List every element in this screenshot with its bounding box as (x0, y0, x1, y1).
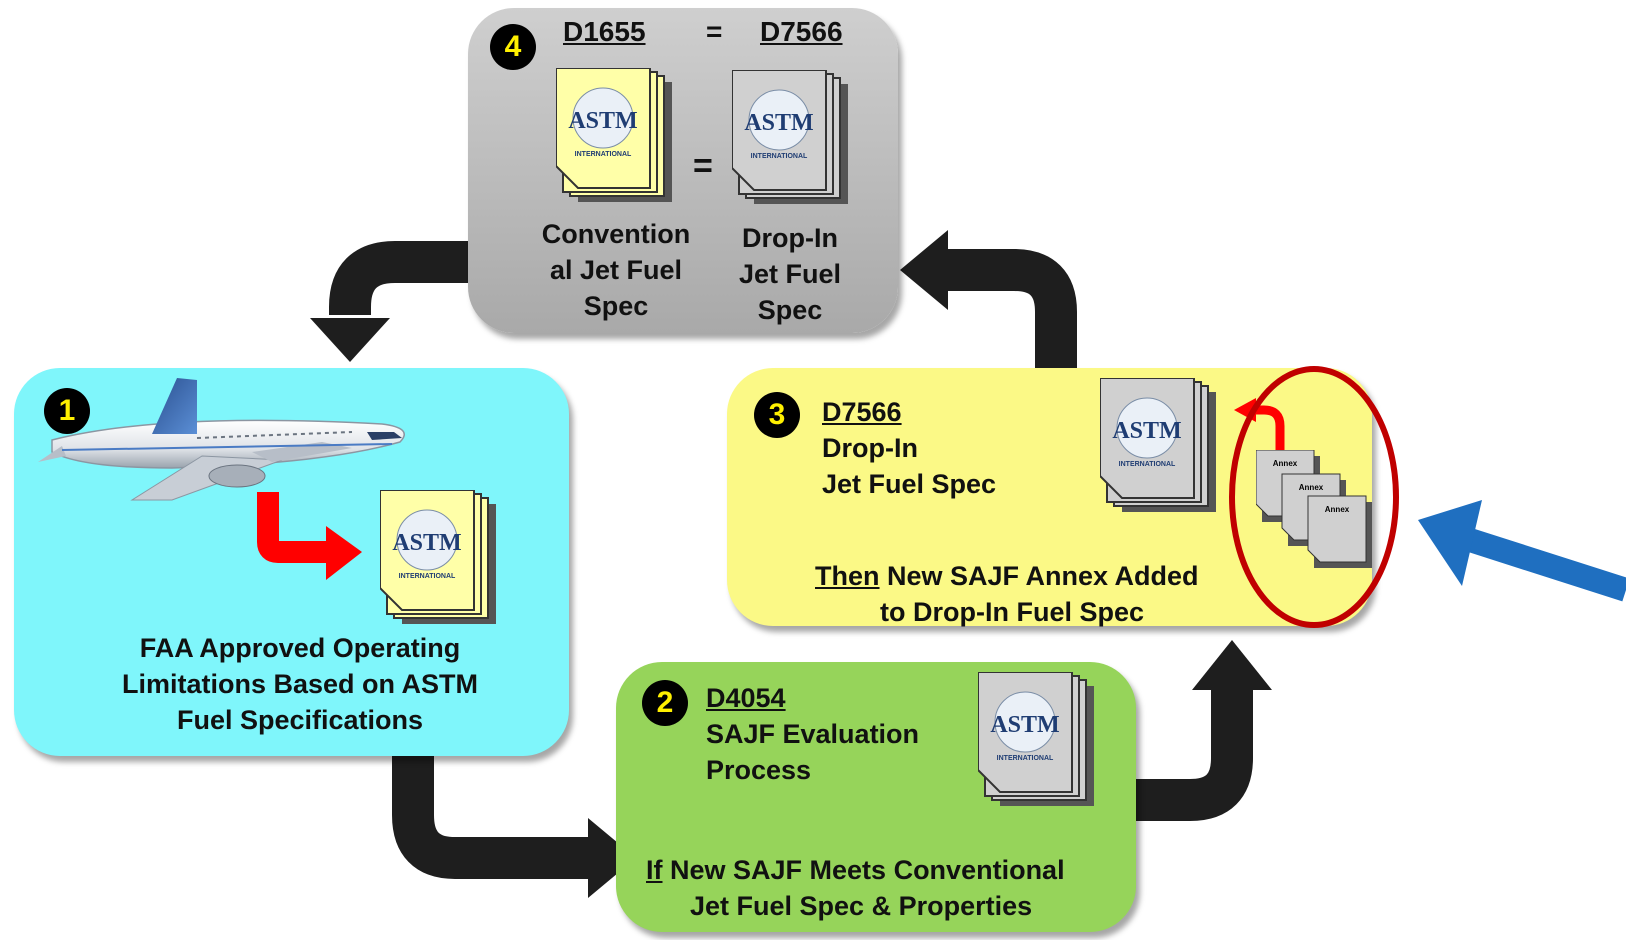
step4-left-code: D1655 (563, 16, 646, 47)
arrow-3-to-4 (948, 249, 1077, 380)
step1-caption: FAA Approved Operating Limitations Based… (121, 633, 479, 735)
step1-number-badge: 1 (44, 388, 90, 434)
step2-code: D4054 (706, 683, 786, 713)
step3-note-line2: to Drop-In Fuel Spec (880, 597, 1145, 627)
arrow-4-to-1 (329, 241, 480, 315)
step2-note-lead: If (646, 855, 663, 885)
arrow-1-to-2 (392, 740, 590, 879)
step3-title-line1: Drop-In (822, 433, 918, 463)
annex-label: Annex (1325, 505, 1350, 514)
step2-note-line2: Jet Fuel Spec & Properties (690, 891, 1033, 921)
step3-note-lead: Then (815, 561, 880, 591)
annex-label: Annex (1273, 459, 1298, 468)
astm-logo-subtext: INTERNATIONAL (751, 153, 808, 160)
conventional-spec-document-icon: ASTM INTERNATIONAL (556, 68, 672, 202)
astm-document-icon: ASTM INTERNATIONAL (380, 490, 496, 624)
step3-number-badge: 3 (754, 392, 800, 438)
step2-note-line1: If New SAJF Meets Conventional (646, 852, 1065, 888)
astm-logo-subtext: INTERNATIONAL (575, 151, 632, 158)
d4054-document-icon: ASTM INTERNATIONAL (978, 672, 1094, 806)
drop-in-spec-document-icon: ASTM INTERNATIONAL (732, 70, 848, 204)
step2-title-line1: SAJF Evaluation (706, 719, 920, 749)
step3-code: D7566 (822, 397, 902, 427)
astm-logo-text: ASTM (1112, 418, 1181, 444)
astm-logo-text: ASTM (744, 110, 813, 136)
step2-note-rest: New SAJF Meets Conventional (662, 855, 1065, 885)
astm-logo-text: ASTM (990, 712, 1059, 738)
step3-title-line2: Jet Fuel Spec (822, 469, 997, 499)
step4-number-badge: 4 (490, 24, 536, 70)
astm-logo-text: ASTM (568, 108, 637, 134)
annex-pages-icon: Annex Annex Annex (1256, 450, 1372, 568)
red-curved-arrow-icon (1234, 398, 1285, 454)
arrowhead-to-1 (310, 318, 390, 362)
arrowhead-to-4 (900, 230, 948, 310)
astm-logo-subtext: INTERNATIONAL (399, 573, 456, 580)
step4-equals: = (706, 16, 723, 47)
step2-number-badge: 2 (642, 680, 688, 726)
arrowhead-to-3 (1192, 640, 1272, 690)
red-arrow-icon (257, 492, 362, 580)
astm-logo-subtext: INTERNATIONAL (1119, 461, 1176, 468)
arrowhead-to-2 (588, 818, 636, 898)
astm-logo-subtext: INTERNATIONAL (997, 755, 1054, 762)
step2-title-line2: Process (706, 755, 812, 785)
astm-logo-text: ASTM (392, 530, 461, 556)
arrow-2-to-3 (1125, 690, 1253, 821)
airplane-icon (38, 378, 405, 501)
step4-right-caption: Drop-In Jet Fuel Spec (738, 223, 842, 325)
step4-left-caption: Convention al Jet Fuel Spec (541, 219, 691, 321)
step3-note-line1: Then New SAJF Annex Added (815, 558, 1199, 594)
d7566-document-icon: ASTM INTERNATIONAL (1100, 378, 1216, 512)
annex-label: Annex (1299, 483, 1324, 492)
step3-note-rest: New SAJF Annex Added (879, 561, 1199, 591)
step4-doc-equals: = (693, 147, 713, 185)
step4-right-code: D7566 (760, 16, 843, 47)
